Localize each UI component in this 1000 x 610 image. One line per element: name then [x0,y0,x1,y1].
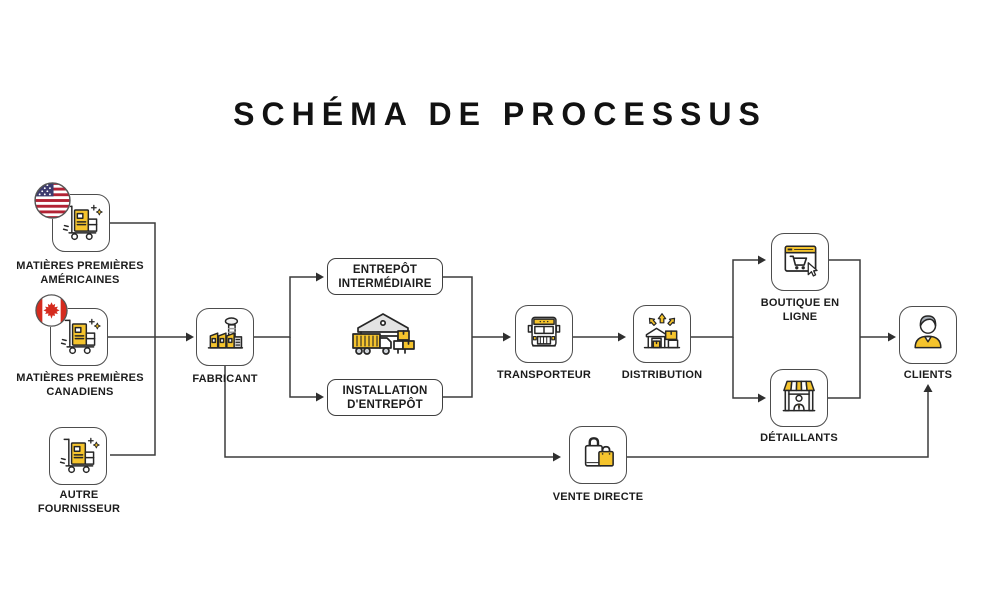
node-warehouse-facility: INSTALLATION D'ENTREPÔT [327,379,443,416]
node-supplier-other [49,427,107,485]
truck-front-icon [522,310,566,359]
factory-icon [203,313,247,362]
node-clients-label: CLIENTS [903,369,953,381]
node-transporter-label: TRANSPORTEUR [496,369,592,381]
node-clients [899,306,957,364]
hand-truck-icon [56,432,100,481]
us-flag-icon [34,182,71,219]
warehouse-truck-icon [348,308,418,365]
node-retailers-label: DÉTAILLANTS [760,432,838,444]
node-distribution-label: DISTRIBUTION [621,369,703,381]
node-distribution [633,305,691,363]
node-warehouse-intermediate-label: ENTREPÔT INTERMÉDIAIRE [338,263,432,290]
node-direct-sale [569,426,627,484]
node-manufacturer-label: FABRICANT [192,373,258,385]
distribution-warehouse-icon [640,310,684,359]
node-warehouse-facility-label: INSTALLATION D'ENTREPÔT [342,384,428,411]
node-supplier-ca [50,308,108,366]
node-manufacturer [196,308,254,366]
online-store-cart-icon [778,238,822,287]
node-warehouse-intermediate: ENTREPÔT INTERMÉDIAIRE [327,258,443,295]
storefront-icon [777,374,821,423]
canada-flag-icon [35,294,68,327]
node-retailers [770,369,828,427]
node-online-shop-label: BOUTIQUE EN LIGNE [760,297,840,323]
node-supplier-other-label: AUTRE FOURNISSEUR [37,489,121,515]
node-online-shop [771,233,829,291]
node-direct-sale-label: VENTE DIRECTE [552,491,644,503]
shopping-bags-icon [576,431,620,480]
node-transporter [515,305,573,363]
node-supplier-us [52,194,110,252]
hand-truck-icon [57,313,101,362]
page-title: SCHÉMA DE PROCESSUS [233,96,767,132]
node-supplier-ca-label: MATIÈRES PREMIÈRES CANADIENS [16,372,144,398]
person-icon [906,311,950,360]
node-supplier-us-label: MATIÈRES PREMIÈRES AMÉRICAINES [16,260,144,286]
